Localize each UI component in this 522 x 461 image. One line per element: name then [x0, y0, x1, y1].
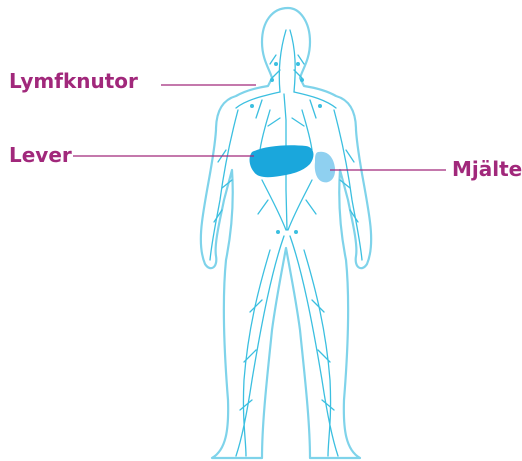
lymph-node [300, 78, 304, 82]
spleen [315, 152, 335, 183]
lymph-node [274, 62, 278, 66]
body-outline [201, 8, 371, 458]
lymph-node [250, 104, 254, 108]
lymph-node [318, 104, 322, 108]
lymph-node [276, 230, 280, 234]
label-lymph-nodes: Lymfknutor [9, 71, 138, 91]
label-spleen: Mjälte [452, 159, 522, 179]
liver [250, 145, 314, 177]
lymph-node [270, 78, 274, 82]
label-liver: Lever [9, 145, 72, 165]
lymph-node [294, 230, 298, 234]
lymph-vessel-network [210, 30, 362, 456]
lymph-node [296, 62, 300, 66]
